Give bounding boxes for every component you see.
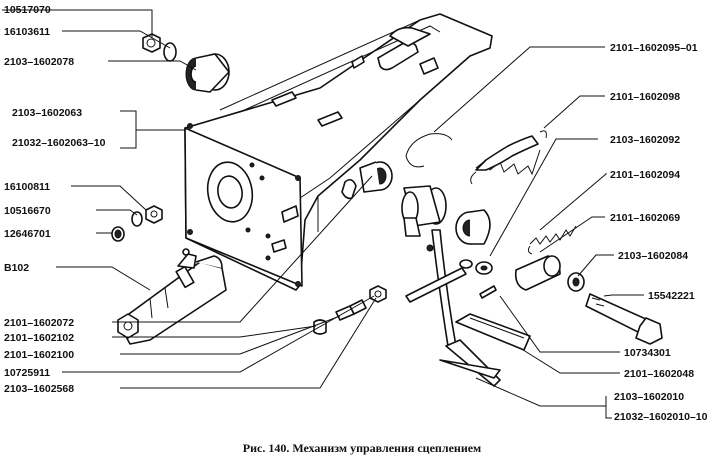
label-2101-1602102: 2101–1602102 [4,332,74,344]
master-cylinder-drawing [117,248,227,345]
label-2101-1602048: 2101–1602048 [624,368,694,380]
return-spring-drawing [470,130,547,185]
label-10516670: 10516670 [4,205,51,217]
label-21032-1602063-10: 21032–1602063–10 [12,137,106,149]
label-b102: В102 [4,262,29,274]
label-10734301: 10734301 [624,347,671,359]
bushing-nut-drawing [142,33,230,93]
label-15542221: 15542221 [648,290,695,302]
retainer-clip-drawing [405,133,453,168]
label-16103611: 16103611 [4,26,50,38]
label-12646701: 12646701 [4,228,51,240]
label-2101-1602098: 2101–1602098 [610,91,680,103]
clutch-pedal-drawing [401,185,531,387]
right-hardware-drawing [455,209,663,345]
label-21032-1602010-10: 21032–1602010–10 [614,411,708,423]
label-2101-1602094: 2101–1602094 [610,169,680,181]
leader-lines [2,9,644,419]
label-16100811: 16100811 [4,181,50,193]
label-2103-1602084: 2103–1602084 [618,250,688,262]
labels-left: 10517070 16103611 2103–1602078 2103–1602… [4,4,106,395]
figure-caption: Рис. 140. Механизм управления сцеплением [243,441,481,455]
label-2103-1602568: 2103–1602568 [4,383,74,395]
pedal-bracket-drawing [184,13,493,291]
left-hardware-drawing [111,205,163,242]
label-10725911: 10725911 [4,367,50,379]
label-2103-1602063: 2103–1602063 [12,107,82,119]
labels-right: 2101–1602095–01 2101–1602098 2103–160209… [610,42,708,423]
label-10517070: 10517070 [4,4,51,16]
pedal-shaft-drawing [359,161,393,193]
label-2101-1602095-01: 2101–1602095–01 [610,42,698,54]
label-2101-1602100: 2101–1602100 [4,349,74,361]
pushrod-drawing [405,259,473,303]
label-2103-1602092: 2103–1602092 [610,134,680,146]
label-2101-1602072: 2101–1602072 [4,317,74,329]
label-2103-1602078: 2103–1602078 [4,56,74,68]
label-2103-1602010: 2103–1602010 [614,391,684,403]
label-2101-1602069: 2101–1602069 [610,212,680,224]
